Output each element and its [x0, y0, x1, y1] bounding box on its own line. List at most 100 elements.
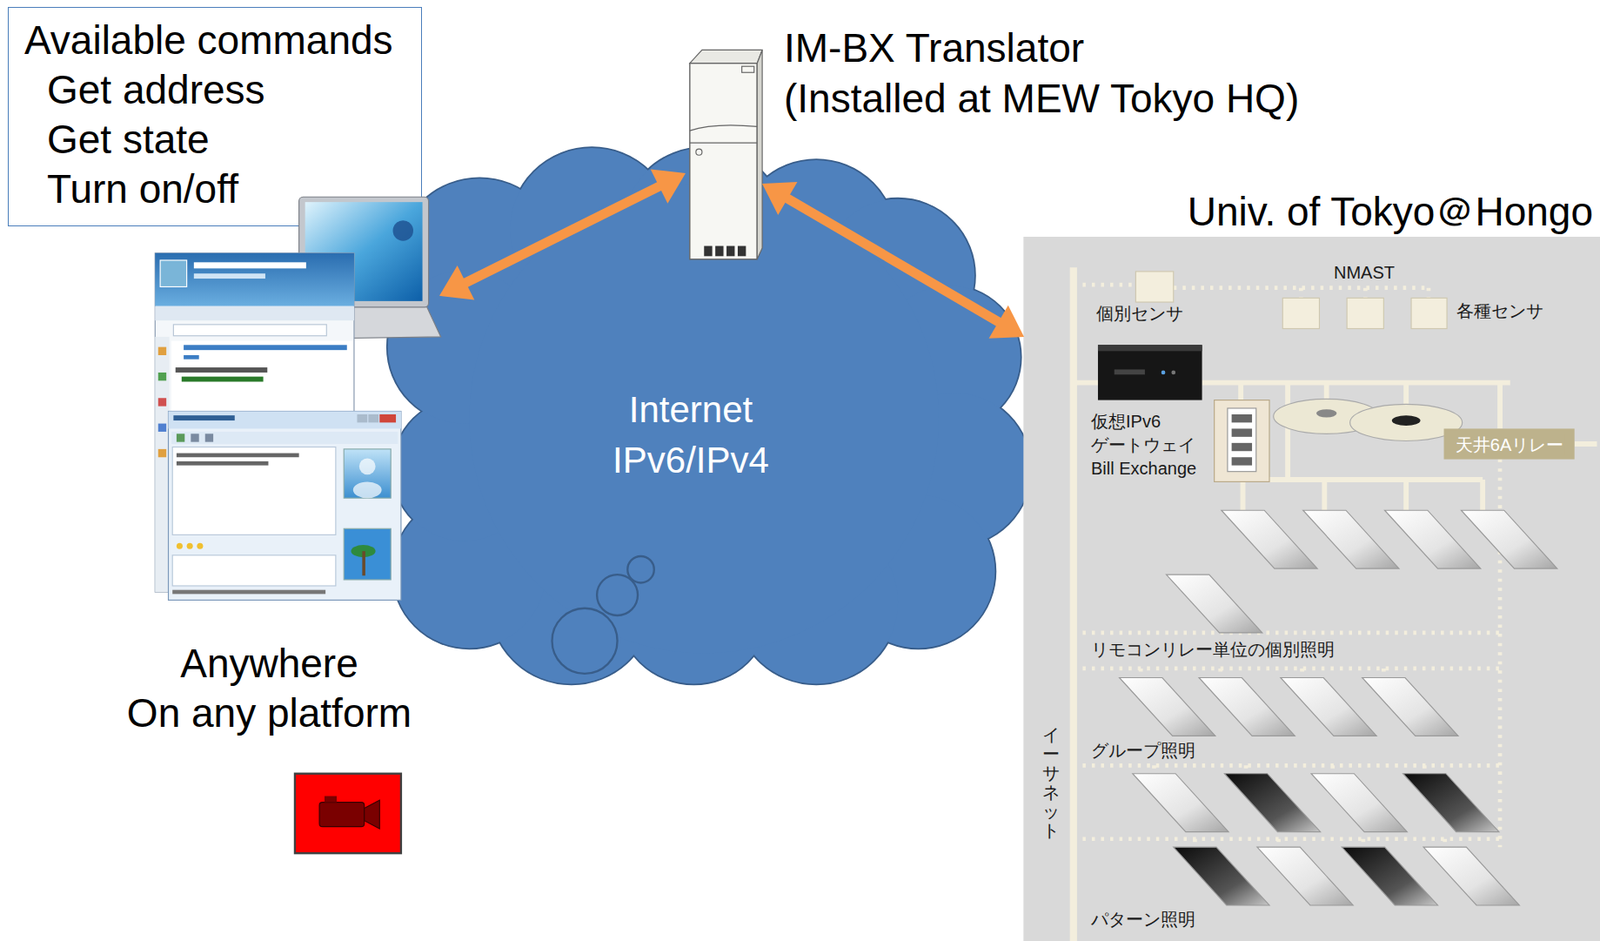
label-holder: 各種センサ [1454, 300, 1546, 322]
light-fixture [1132, 773, 1229, 832]
panel-label: 仮想IPv6 [1089, 410, 1163, 432]
chat-window [343, 528, 391, 580]
messenger-window [183, 344, 348, 350]
chat-window [176, 453, 300, 458]
switch-panel [1231, 414, 1252, 422]
node-heading: Anywhere [40, 638, 499, 689]
label-holder: NMAST [1332, 261, 1397, 283]
chat-window [168, 410, 402, 600]
camera-icon [294, 773, 402, 853]
panel-label: グループ照明 [1089, 739, 1198, 761]
chat-window [173, 415, 235, 421]
sensor [1282, 297, 1319, 329]
illustration [154, 49, 1600, 941]
light-fixture [1166, 574, 1263, 633]
server-icon [742, 66, 755, 73]
messenger-window [158, 448, 167, 457]
node-heading: Univ. of Tokyo＠Hongo [1187, 187, 1594, 235]
light-fixture [1460, 509, 1557, 569]
gateway-device [1097, 344, 1203, 351]
ceiling-light [1316, 408, 1337, 417]
campus-illustration [1023, 236, 1600, 941]
messenger-window [158, 347, 167, 355]
ceiling-light [1273, 398, 1463, 441]
node-text: On any platform [40, 688, 499, 738]
server-icon [737, 246, 746, 257]
text-holder: Univ. of Tokyo＠Hongo [1187, 187, 1594, 235]
arrow-shaft [460, 183, 664, 286]
chat-window [196, 542, 203, 549]
messenger-window [154, 253, 355, 307]
chat-window [187, 542, 194, 549]
node-heading: Available commands [24, 15, 394, 66]
chat-window [361, 550, 366, 576]
label-holder: パターン照明 [1089, 908, 1198, 930]
server-icon [689, 142, 757, 144]
messenger-window [158, 423, 167, 432]
light-fixture [1198, 677, 1295, 737]
text-holder: Available commandsGet addressGet stateTu… [24, 15, 395, 215]
sensor [1346, 297, 1384, 329]
chat-window [168, 410, 402, 429]
wire [1073, 382, 1598, 511]
light-fixture [1385, 509, 1481, 569]
light-fixture [1119, 677, 1216, 737]
label-holder: Bill Exchange [1089, 457, 1199, 479]
messenger-window [154, 336, 169, 592]
node-heading: Internet [391, 384, 991, 436]
chat-window [172, 555, 336, 586]
gateway-device [1161, 370, 1166, 375]
ceiling-light [1392, 415, 1421, 426]
arrow-shaft [782, 195, 1004, 325]
camera-icon [324, 796, 337, 803]
light-fixture [1311, 773, 1407, 832]
chat-window [379, 414, 396, 422]
messenger-window [194, 261, 307, 268]
light-fixture [1224, 773, 1320, 832]
panel-label: 各種センサ [1454, 300, 1546, 322]
chat-window [171, 431, 398, 444]
label-holder: リモコンリレー単位の個別照明 [1089, 638, 1337, 660]
campus-illustration [1023, 236, 1600, 941]
messenger-window [183, 354, 200, 360]
server-icon [715, 246, 724, 257]
chat-window [353, 481, 382, 498]
arrow-head [439, 265, 475, 300]
node-text: IPv6/IPv4 [391, 435, 991, 486]
client-node: AnywhereOn any platform [154, 195, 440, 601]
messenger-window [158, 397, 167, 406]
label-holder: 個別センサ [1094, 302, 1185, 324]
laptop-icon [393, 220, 414, 241]
panel-label: 個別センサ [1094, 302, 1185, 324]
switch-panel [1231, 442, 1252, 451]
panel-label: NMAST [1332, 261, 1397, 283]
server-icon [696, 148, 703, 155]
panel-label: 天井6Aリレー [1453, 434, 1566, 456]
switch-panel [1214, 400, 1270, 483]
messenger-window [175, 367, 268, 373]
gateway-device [1114, 368, 1145, 375]
light-fixture [1423, 846, 1520, 905]
camera-icon [319, 802, 365, 827]
light-fixture [1403, 773, 1500, 832]
gateway-device [1097, 344, 1203, 400]
chat-window [359, 457, 376, 475]
light-fixture [1221, 509, 1318, 569]
messenger-window [194, 273, 266, 279]
chat-window [368, 414, 379, 422]
server-icon [756, 49, 763, 259]
label-holder: イーサネット [1042, 724, 1060, 840]
arrow-head [762, 181, 797, 215]
cloud-bubble [596, 574, 638, 616]
node-heading: IM-BX Translator [783, 22, 1299, 74]
arrow-head [650, 168, 686, 203]
cloud-bubble [552, 608, 618, 674]
chat-window [172, 447, 336, 536]
chat-window [176, 433, 185, 442]
messenger-window [154, 306, 355, 321]
light-fixture [1280, 677, 1377, 737]
server-icon [703, 246, 712, 257]
messenger-window [158, 372, 167, 381]
